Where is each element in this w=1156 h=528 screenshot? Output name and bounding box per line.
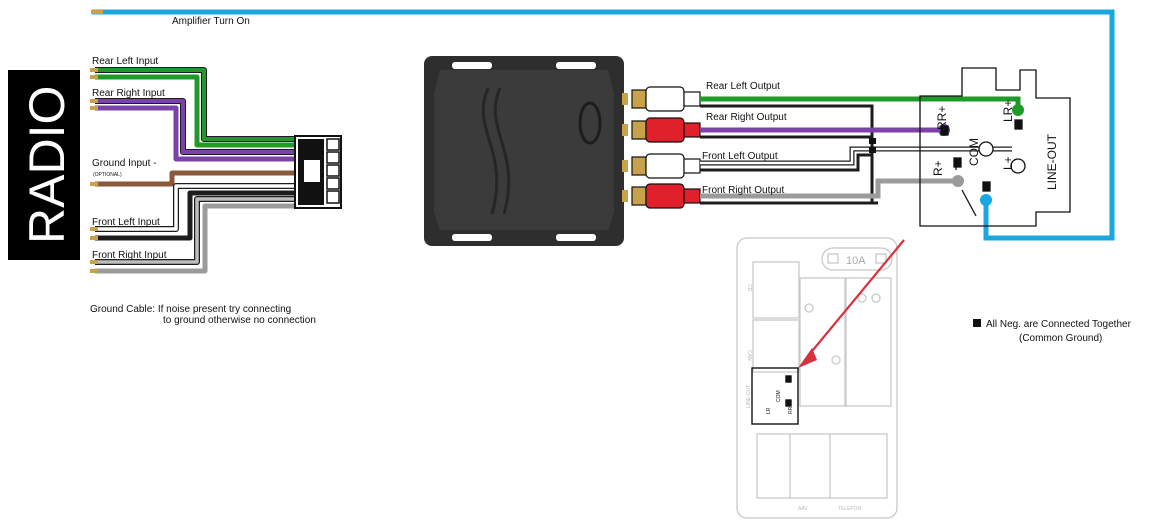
com-label: COM [967,138,981,166]
interface-module [424,56,628,246]
radio-label: RADIO [19,86,75,244]
line-out-terminal-block [919,67,1071,227]
input-connector [294,135,342,209]
ground-cable-note-line1: Ground Cable: If noise present try conne… [90,304,291,315]
amp-turn-on-label: Amplifier Turn On [172,16,250,27]
input-wires [90,67,296,274]
radio-block: RADIO [8,70,80,260]
front-right-input-label: Front Right Input [92,250,167,261]
rr-plus-label: RR+ [935,106,949,130]
legend-line2: (Common Ground) [1019,333,1102,344]
ground-input-label: Ground Input - [92,158,156,169]
head-unit-connector [736,237,898,519]
rf-plus-label: R+ [931,160,945,176]
lf-plus-label: L+ [1001,156,1015,170]
rear-left-input-label: Rear Left Input [92,56,158,67]
ground-input-note: (OPTIONAL) [93,172,122,178]
rca-plugs [631,86,701,209]
legend-swatch [973,319,981,327]
rear-right-output-label: Rear Right Output [706,112,787,123]
pointer-arrow [798,239,905,368]
front-left-output-label: Front Left Output [702,151,778,162]
rear-right-input-label: Rear Right Input [92,88,165,99]
legend: All Neg. are Connected Together (Common … [973,319,1132,344]
lr-plus-label: LR+ [1001,100,1015,122]
line-out-mini-block [751,367,799,425]
module-label-com: COM [776,390,782,402]
module-label-can: CAN [746,350,752,361]
rear-left-output-label: Rear Left Output [706,81,780,92]
module-label-aav: AAV [798,506,808,512]
module-label-line-out: LINE-OUT [746,385,752,408]
fuse-label: 10A [846,255,866,267]
module-label-telefon: TELEFON [838,506,861,512]
module-label-cd: CD [746,284,752,292]
legend-line1: All Neg. are Connected Together [986,319,1132,330]
module-label-lr: LR [766,407,772,414]
front-left-input-label: Front Left Input [92,217,160,228]
line-out-label: LINE-OUT [1045,133,1059,190]
module-label-rr: RR [788,406,794,414]
ground-cable-note-line2: to ground otherwise no connection [163,315,316,326]
front-right-output-label: Front Right Output [702,185,784,196]
